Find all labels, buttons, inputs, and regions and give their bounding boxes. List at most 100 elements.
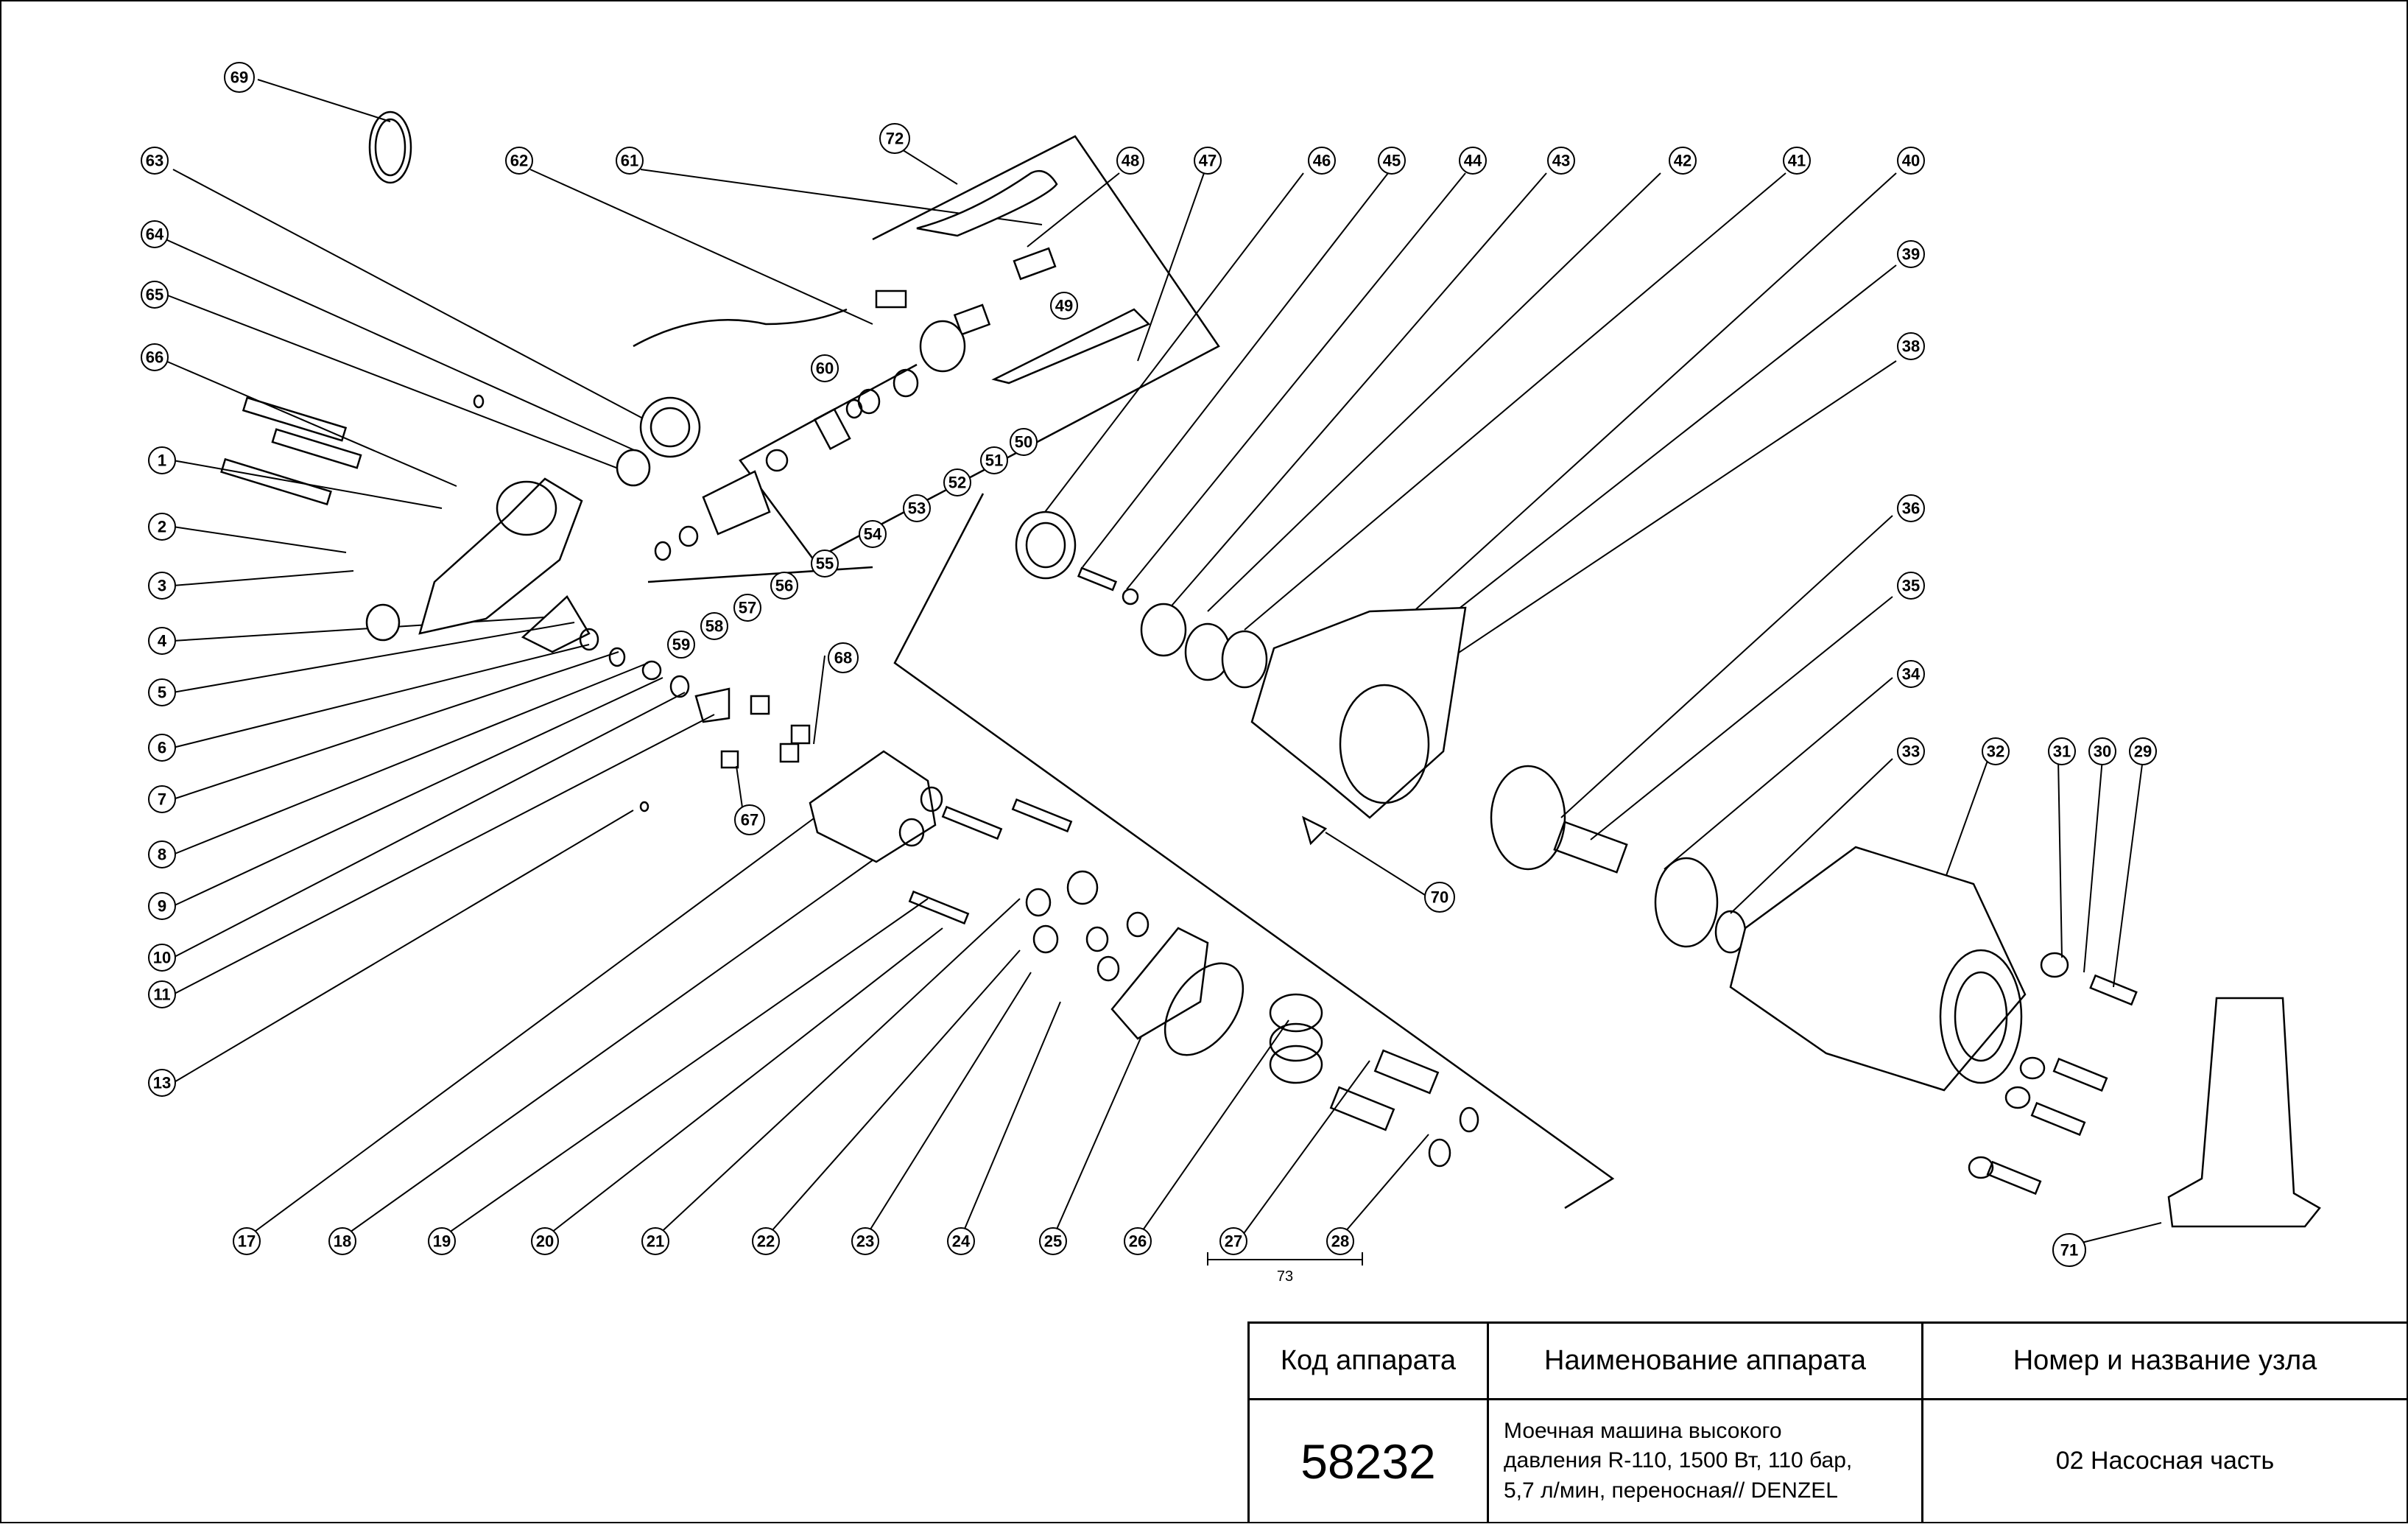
callout-68 [828, 642, 859, 673]
callout-label: 70 [1431, 888, 1448, 907]
callout-label: 50 [1015, 433, 1032, 452]
callout-13 [148, 1069, 176, 1097]
callout-label: 39 [1902, 245, 1920, 264]
callout-label: 46 [1313, 152, 1331, 170]
callout-label: 19 [433, 1232, 451, 1251]
callout-label: 3 [158, 577, 166, 595]
bracket-label-73: 73 [1277, 1268, 1293, 1285]
callout-57 [733, 594, 761, 622]
callout-label: 7 [158, 790, 166, 809]
unit-value: 02 Насосная часть [2055, 1447, 2275, 1475]
callout-4 [148, 627, 176, 655]
callout-label: 23 [856, 1232, 874, 1251]
callout-label: 44 [1464, 152, 1482, 170]
callout-11 [148, 980, 176, 1008]
callout-label: 59 [672, 636, 690, 654]
name-value: Моечная машина высокого давления R-110, … [1489, 1400, 1923, 1522]
callout-8 [148, 840, 176, 868]
callout-62 [505, 147, 533, 175]
callout-label: 26 [1129, 1232, 1147, 1251]
callout-label: 69 [230, 69, 248, 87]
callout-label: 21 [647, 1232, 664, 1251]
callout-label: 51 [985, 452, 1003, 470]
callout-label: 5 [158, 684, 166, 702]
callout-47 [1194, 147, 1222, 175]
callout-45 [1378, 147, 1406, 175]
callout-label: 61 [621, 152, 638, 170]
callout-label: 30 [2094, 743, 2111, 761]
callout-40 [1897, 147, 1925, 175]
callouts [141, 62, 2157, 1267]
callout-43 [1547, 147, 1575, 175]
callout-65 [141, 281, 169, 309]
callout-31 [2048, 737, 2076, 765]
callout-label: 10 [153, 949, 171, 967]
callout-label: 29 [2134, 743, 2152, 761]
callout-5 [148, 678, 176, 706]
name-line: 5,7 л/мин, переносная// DENZEL [1504, 1478, 1838, 1503]
callout-59 [667, 631, 695, 659]
callout-38 [1897, 332, 1925, 360]
name-line: давления R-110, 1500 Вт, 110 бар, [1504, 1448, 1853, 1473]
callout-9 [148, 892, 176, 920]
callout-label: 6 [158, 739, 166, 757]
callout-56 [770, 572, 798, 600]
callout-19 [428, 1227, 456, 1255]
callout-36 [1897, 494, 1925, 522]
callout-46 [1308, 147, 1336, 175]
callout-label: 62 [510, 152, 528, 170]
callout-label: 41 [1788, 152, 1806, 170]
callout-label: 36 [1902, 499, 1920, 518]
name-line: Моечная машина высокого [1504, 1418, 1782, 1443]
callout-24 [947, 1227, 975, 1255]
callout-35 [1897, 572, 1925, 600]
callout-label: 1 [158, 452, 166, 470]
callout-32 [1982, 737, 2010, 765]
unit-header: Номер и название узла [1923, 1324, 2407, 1400]
callout-53 [903, 494, 931, 522]
callout-label: 28 [1331, 1232, 1349, 1251]
callout-23 [851, 1227, 879, 1255]
callout-54 [859, 520, 887, 548]
callout-label: 55 [816, 555, 834, 573]
callout-69 [224, 62, 255, 93]
callout-27 [1219, 1227, 1247, 1255]
callout-label: 20 [536, 1232, 554, 1251]
callout-label: 40 [1902, 152, 1920, 170]
callout-label: 71 [2060, 1241, 2078, 1260]
callout-label: 64 [146, 225, 164, 244]
callout-label: 66 [146, 348, 163, 367]
callout-label: 24 [952, 1232, 971, 1251]
callout-21 [641, 1227, 669, 1255]
callout-label: 52 [948, 474, 966, 492]
callout-2 [148, 513, 176, 541]
callout-41 [1783, 147, 1811, 175]
callout-label: 18 [334, 1232, 351, 1251]
callout-label: 48 [1122, 152, 1139, 170]
callout-7 [148, 785, 176, 813]
callout-6 [148, 734, 176, 762]
callout-70 [1424, 882, 1455, 913]
callout-10 [148, 944, 176, 972]
code-value: 58232 [1250, 1400, 1489, 1522]
name-header: Наименование аппарата [1489, 1324, 1923, 1400]
callout-label: 42 [1674, 152, 1691, 170]
callout-20 [531, 1227, 559, 1255]
callout-30 [2088, 737, 2116, 765]
callout-label: 9 [158, 897, 166, 916]
callout-label: 4 [158, 632, 167, 650]
callout-label: 32 [1987, 743, 2004, 761]
callout-49 [1050, 292, 1078, 320]
callout-22 [752, 1227, 780, 1255]
callout-64 [141, 220, 169, 248]
callout-label: 49 [1055, 297, 1073, 315]
callout-label: 8 [158, 846, 166, 864]
leader-lines [165, 79, 2162, 1266]
callout-label: 65 [146, 286, 163, 304]
group-outlines [647, 135, 1615, 1210]
callout-67 [734, 804, 765, 835]
callout-label: 68 [834, 649, 852, 667]
code-header: Код аппарата [1250, 1324, 1489, 1400]
